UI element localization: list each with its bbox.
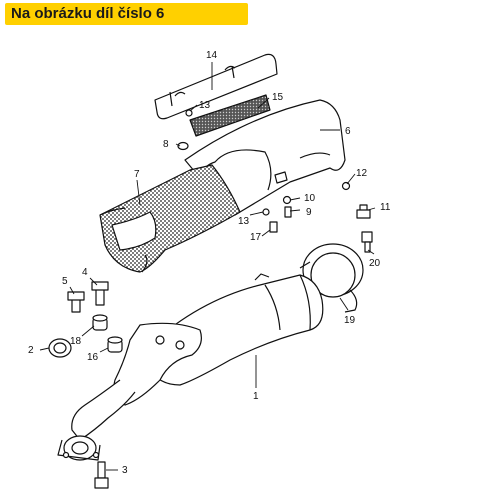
part-14-heat-plate [154, 53, 278, 120]
part-1-muffler [149, 273, 324, 386]
callout-5: 5 [62, 276, 68, 287]
part-11-bolt [356, 204, 371, 219]
callout-4: 4 [82, 267, 88, 278]
part-5-bolt [67, 291, 85, 313]
leader-lines [39, 62, 376, 471]
callout-6: 6 [345, 126, 351, 137]
callout-11: 11 [380, 202, 391, 213]
callout-2: 2 [28, 345, 34, 356]
callout-20: 20 [369, 258, 381, 269]
callout-13-lower: 13 [238, 216, 250, 227]
part-19-end-cap [299, 243, 364, 313]
callout-7: 7 [134, 169, 140, 180]
callout-17: 16 [87, 352, 99, 363]
part-16-gasket [189, 94, 271, 137]
part-10-washer [282, 195, 292, 205]
callout-labels: 14 13 15 6 8 7 10 9 12 11 13 17 20 19 1 … [28, 50, 391, 476]
part-9-bolt [284, 206, 292, 218]
callout-14: 14 [206, 50, 218, 61]
callout-9: 9 [306, 207, 312, 218]
part-17-collar [107, 336, 123, 353]
callout-1: 1 [253, 391, 259, 402]
part-4-bolt [91, 281, 109, 306]
part-8-grommet [177, 141, 189, 151]
callout-3: 3 [122, 465, 128, 476]
part-15-bolt [269, 221, 278, 233]
callout-16: 15 [272, 92, 284, 103]
part-12-nut [341, 181, 351, 191]
callout-12: 12 [356, 168, 368, 179]
part-13-nut-upper [185, 109, 193, 117]
exhaust-pipe-assembly [57, 322, 202, 461]
part-18-collar [92, 314, 108, 331]
part-20-bolt [361, 231, 373, 253]
callout-18: 18 [70, 336, 82, 347]
callout-13-upper: 13 [199, 100, 211, 111]
callout-10: 10 [304, 193, 316, 204]
part-2-gasket-ring [48, 338, 72, 358]
callout-8: 8 [163, 139, 169, 150]
part-3-bolt [94, 461, 109, 489]
part-7-inner-cover [99, 164, 241, 273]
callout-15: 17 [250, 232, 262, 243]
banner-text: Na obrázku díl číslo 6 [11, 5, 165, 22]
part-highlight-banner: Na obrázku díl číslo 6 [5, 3, 248, 25]
part-13-nut-lower [262, 208, 270, 216]
callout-19: 19 [344, 315, 356, 326]
